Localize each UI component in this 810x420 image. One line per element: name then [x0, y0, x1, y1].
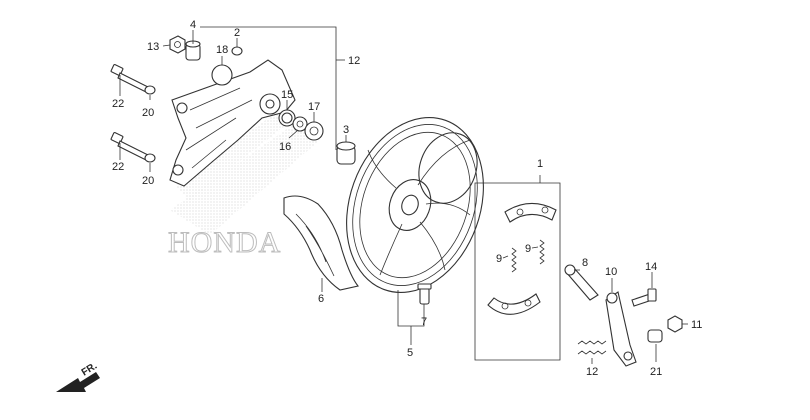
washer-20-upper [144, 85, 156, 95]
leader-lines [119, 30, 688, 364]
group-bracket-13 [200, 26, 337, 150]
callout-8: 8 [582, 257, 588, 269]
valve-7 [417, 283, 432, 305]
callout-22-upper: 22 [112, 98, 124, 110]
brake-shoe-group-box [474, 182, 561, 361]
ring-16 [278, 109, 296, 127]
callout-21: 21 [650, 366, 662, 378]
nut-11 [667, 315, 683, 333]
rear-wheel-5 [346, 117, 484, 293]
callout-18: 17 [308, 101, 320, 113]
brake-cam-8 [564, 264, 599, 301]
wing-logo-shape-upper [175, 110, 295, 200]
callout-12: 12 [586, 366, 598, 378]
callout-6: 6 [318, 293, 324, 305]
seal-18 [304, 121, 324, 141]
spring-9-right [539, 239, 545, 265]
nut-15 [169, 35, 186, 54]
brake-shoe-upper [504, 202, 557, 223]
spring-9-left [511, 247, 517, 273]
collar-3 [336, 141, 356, 165]
callout-4: 4 [190, 19, 196, 31]
callout-17: 16 [279, 141, 291, 153]
watermark-text: HONDA [168, 226, 281, 259]
collar-21 [647, 329, 663, 343]
honda-watermark: HONDA [168, 110, 320, 260]
wing-logo-shape [170, 120, 320, 235]
callout-9-right: 9 [525, 243, 531, 255]
callout-15: 13 [147, 41, 159, 53]
callout-13: 12 [348, 55, 360, 67]
front-arrow-icon [56, 372, 100, 392]
washer-2 [231, 46, 243, 56]
callout-5: 5 [407, 347, 413, 359]
brake-shoe-lower [487, 293, 541, 315]
callout-20-upper: 20 [142, 107, 154, 119]
callout-11: 11 [691, 319, 702, 331]
callout-10: 10 [605, 266, 617, 278]
callout-22-lower: 22 [112, 161, 124, 173]
callout-3: 3 [343, 124, 349, 136]
callout-1: 1 [537, 158, 543, 170]
mudguard-6 [283, 195, 359, 291]
callout-9-left: 9 [496, 253, 502, 265]
callout-19: 18 [216, 44, 228, 56]
callout-16: 15 [281, 89, 293, 101]
bolt-22-lower [110, 132, 151, 162]
washer-20-lower [144, 153, 156, 163]
callout-20-lower: 20 [142, 175, 154, 187]
callout-labels: 4 13 2 18 12 15 17 16 3 22 20 22 20 6 7 … [112, 19, 702, 378]
bolt-22-upper [110, 64, 151, 94]
brake-arm-10 [605, 291, 637, 367]
bolt-14 [631, 288, 657, 307]
washer-17 [292, 116, 308, 132]
bearing-19 [211, 64, 233, 86]
callout-2: 2 [234, 27, 240, 39]
callout-7: 7 [421, 316, 427, 328]
front-direction-marker: FR. [56, 361, 100, 392]
callout-14: 14 [645, 261, 657, 273]
spring-12 [577, 340, 607, 355]
